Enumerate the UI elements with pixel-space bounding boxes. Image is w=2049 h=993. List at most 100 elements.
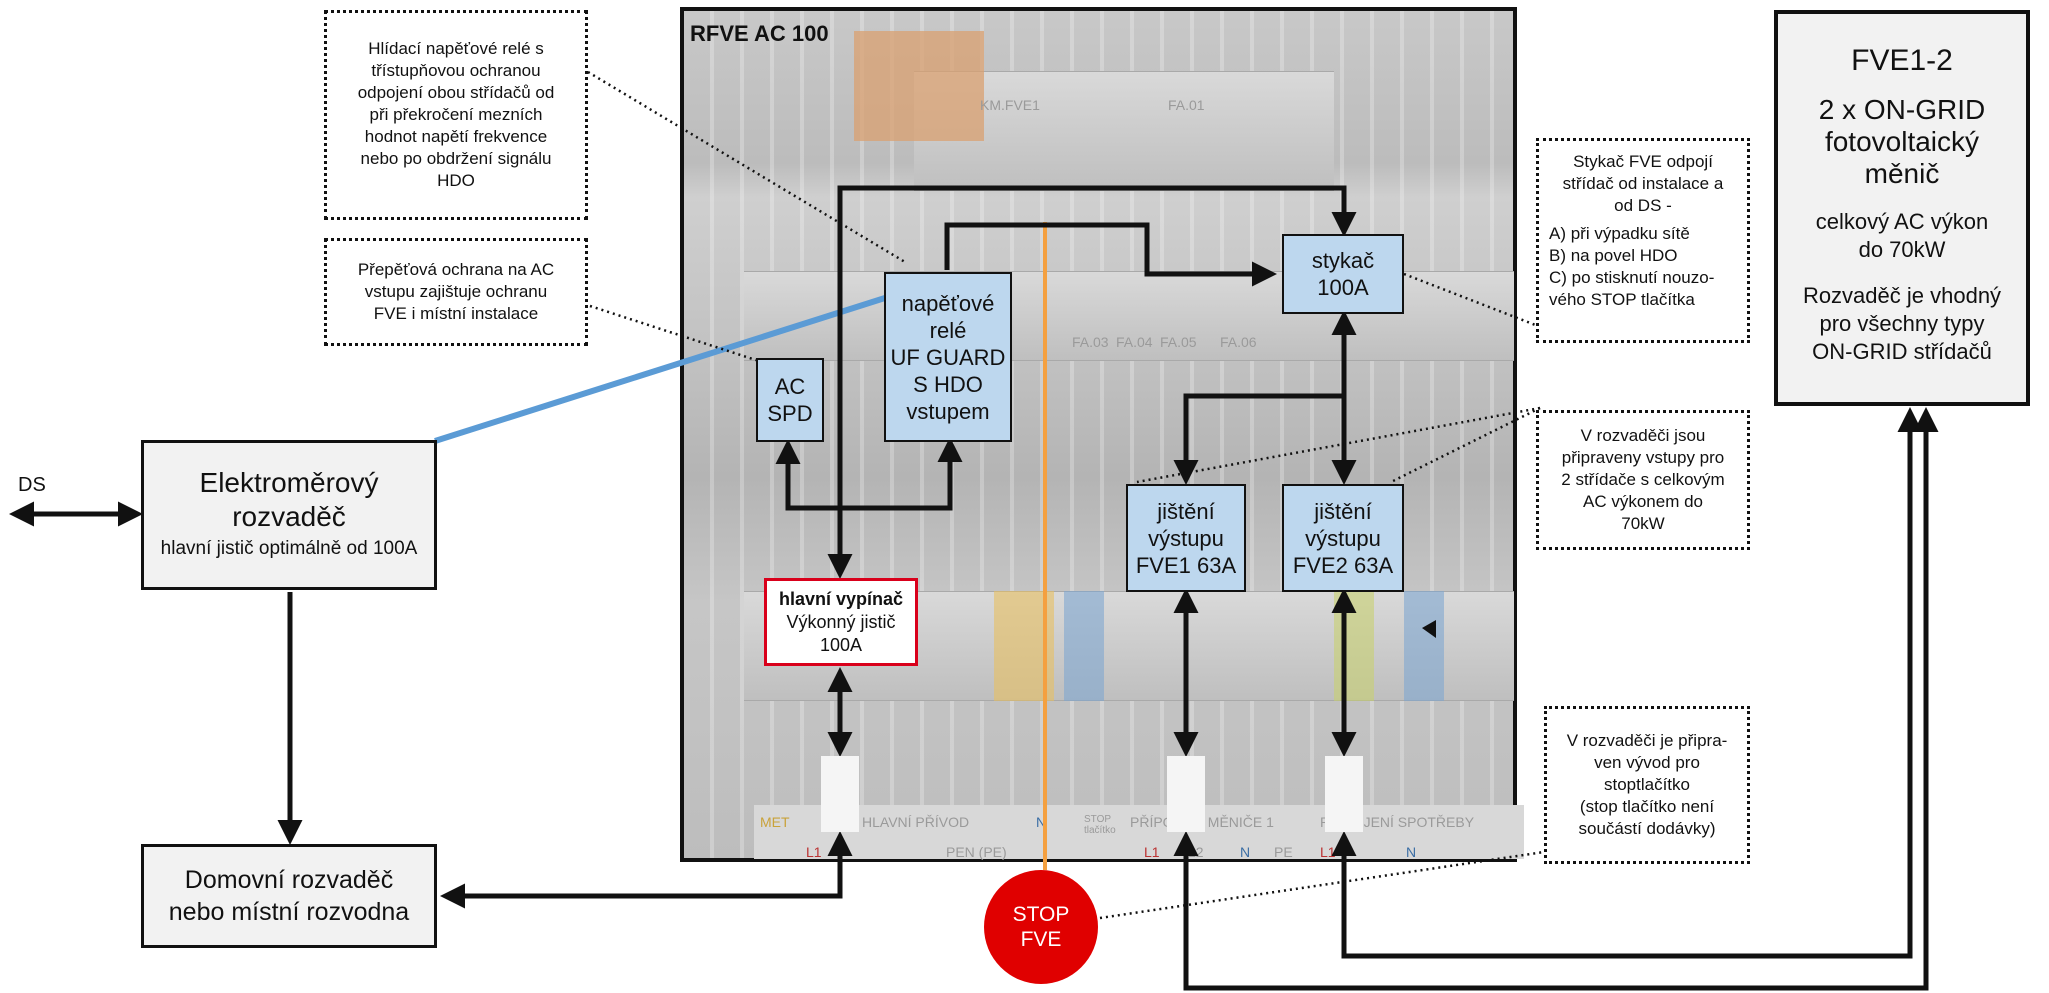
contactor-note-line: Stykač FVE odpojí [1573,152,1713,171]
inputs-note-line: 2 střídače s celkovým [1561,470,1725,489]
stop-note-line: stoptlačítko [1604,775,1690,794]
terminal-fve1 [1167,756,1205,832]
leader-contactor-note [1403,272,1539,328]
wire-contactor-to-fuse1 [1173,393,1344,485]
fuse1-label: FVE1 63A [1135,552,1237,578]
relay-label: UF GUARD [890,344,1006,370]
fuse2-label: výstupu [1305,525,1381,551]
fve-note: ON-GRID střídačů [1812,339,1992,364]
fve-title: FVE1-2 [1851,44,1953,77]
main-switch-title: hlavní vypínač [778,588,904,609]
inputs-note: V rozvaděči jsou připraveny vstupy pro 2… [1536,410,1750,550]
label-stop-small: STOP tlačítko [1084,814,1116,836]
stop-button-label: STOP [1012,903,1070,926]
fuse2-label: FVE2 63A [1292,552,1394,578]
inputs-note-line: připraveny vstupy pro [1561,448,1725,467]
relay-note-line: třístupňovou ochranou [371,61,541,80]
relay-note-line: při překročení mezních [369,105,543,124]
main-switch-line: Výkonný jistič [786,611,896,632]
orange-terminals [854,31,984,141]
fve-line: 2 x ON-GRID [1818,94,1986,125]
stop-fve-button[interactable]: STOP FVE [984,870,1098,984]
ac-spd-label: AC [774,374,806,399]
ac-spd-label: SPD [767,401,813,426]
fve-note: Rozvaděč je vhodný [1802,283,2002,308]
fve-power: do 70kW [1858,237,1946,262]
contactor-note-line: A) při výpadku sítě [1549,224,1690,243]
main-switch-box: hlavní vypínač Výkonný jistič 100A [764,578,918,666]
voltage-relay-box: napěťové relé UF GUARD S HDO vstupem [884,272,1012,442]
relay-note: Hlídací napěťové relé s třístupňovou och… [324,10,588,220]
home-label: Domovní rozvaděč [184,866,394,894]
ac-spd-box: AC SPD [756,358,824,442]
relay-note-line: odpojení obou střídačů od [357,83,555,102]
fuse-fve2-box: jištění výstupu FVE2 63A [1282,484,1404,592]
label-met: MET [760,814,790,830]
terminal-main [821,756,859,832]
top-breaker-row [914,71,1334,191]
contactor-note-line: vého STOP tlačítka [1549,290,1695,309]
spd-note-line: Přepěťová ochrana na AC [357,260,555,279]
contactor-box: stykač 100A [1282,234,1404,314]
leader-stop-note [1099,850,1545,920]
relay-note-line: hodnot napětí frekvence [364,127,548,146]
wire-relay-to-contactor [944,222,1277,287]
relay-label: relé [929,317,967,343]
label-hlavni: HLAVNÍ PŘÍVOD [862,814,970,830]
label-km: KM.FVE1 [980,97,1040,113]
relay-note-line: Hlídací napěťové relé s [368,39,544,58]
fuse1-label: jištění [1157,498,1215,524]
relay-label: S HDO [913,371,983,397]
stop-note-line: (stop tlačítko není [1579,797,1715,816]
fuse-fve1-box: jištění výstupu FVE1 63A [1126,484,1246,592]
fuse2-label: jištění [1314,498,1372,524]
leader-spd-note [589,304,763,364]
label-fa01: FA.01 [1168,97,1205,113]
wire-spd-to-relay [775,437,963,511]
fve-inverter-box: FVE1-2 2 x ON-GRID fotovoltaický měnič c… [1774,10,2030,406]
inputs-note-line: AC výkonem do [1583,492,1703,511]
leader-relay-note [587,70,906,264]
ds-label: DS [18,474,46,496]
relay-label: napěťové [901,290,995,316]
contactor-note-line: od DS - [1614,196,1672,215]
stop-note-line: ven vývod pro [1594,753,1700,772]
meter-title: rozvaděč [232,501,346,532]
meter-title: Elektroměrový [199,467,379,498]
contactor-note-line: střídač od instalace a [1562,174,1724,193]
leader-inputs-fuse1 [1136,406,1541,484]
relay-label: vstupem [906,398,990,424]
terminal-fve2 [1325,756,1363,832]
spd-note-line: vstupu zajištuje ochranu [364,282,548,301]
main-switch-line: 100A [819,634,863,655]
spd-note: Přepěťová ochrana na AC vstupu zajištuje… [324,238,588,346]
contactor-note: Stykač FVE odpojí střídač od instalace a… [1536,138,1750,343]
contactor-label: 100A [1317,275,1369,300]
spd-note-line: FVE i místní instalace [373,304,539,323]
blue-terminal [1064,591,1104,701]
pointer-triangle [1422,620,1436,638]
contactor-note-line: C) po stisknutí nouzo- [1549,268,1715,287]
contactor-label: stykač [1311,248,1375,273]
fve-power: celkový AC výkon [1815,209,1989,234]
cabinet-title: RFVE AC 100 [690,21,829,46]
home-label: nebo místní rozvodna [168,898,410,926]
fve-line: měnič [1864,158,1940,189]
relay-note-line: nebo po obdržení signálu [360,149,552,168]
stop-button-label: FVE [1020,928,1062,951]
stop-note-line: V rozvaděči je připra- [1566,731,1728,750]
fuse1-label: výstupu [1148,525,1224,551]
home-distribution-box: Domovní rozvaděč nebo místní rozvodna [141,844,437,948]
wire-to-home [440,831,853,909]
label-nc: N [1036,814,1047,830]
meter-cabinet-box: Elektroměrový rozvaděč hlavní jistič opt… [141,440,437,590]
stop-note-line: součástí dodávky) [1578,819,1716,838]
wire-fve1 [1173,407,1939,991]
inputs-note-line: V rozvaděči jsou [1580,426,1706,445]
label-l1b: L1 [1144,844,1160,860]
label-pena: PEN (PE) [946,844,1007,860]
wire-main-to-contactor [827,185,1357,579]
relay-note-line: HDO [437,171,475,190]
stop-note: V rozvaděči je připra- ven vývod pro sto… [1544,706,1750,864]
blue-wire [434,294,889,444]
